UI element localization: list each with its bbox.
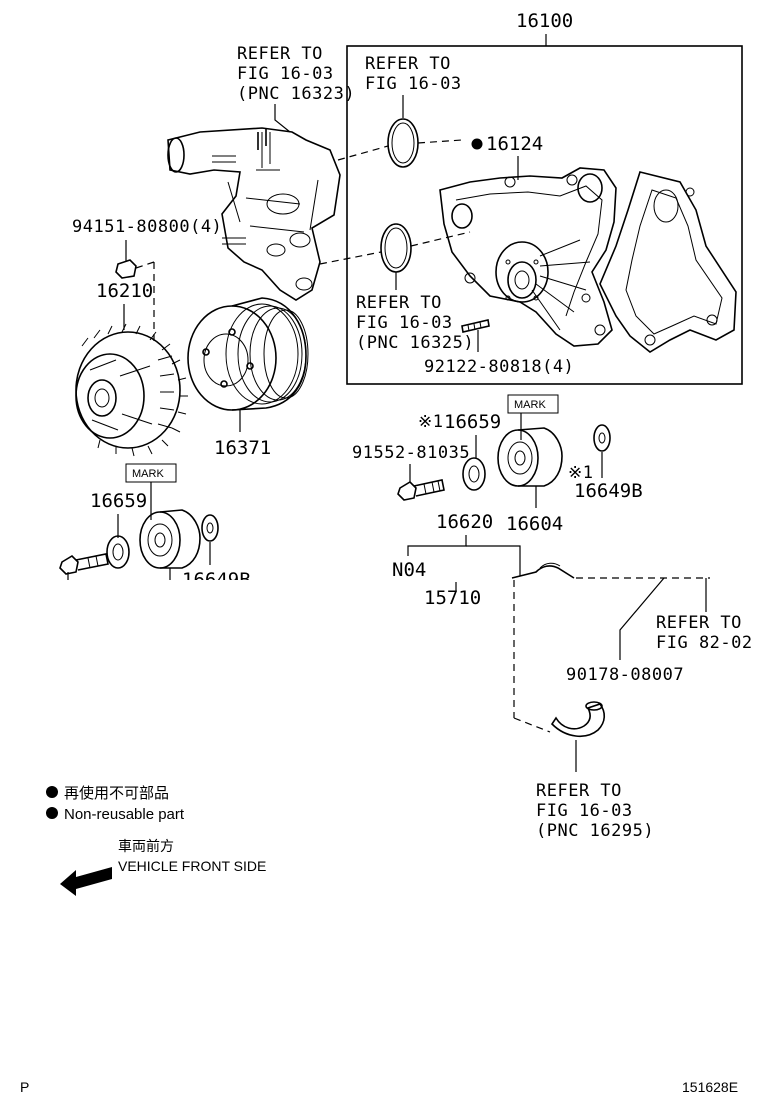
legend-jp: 再使用不可部品 xyxy=(64,785,169,802)
bracket-16620-left xyxy=(407,535,467,556)
refer-thermo-line3: (PNC 16323) xyxy=(237,84,355,104)
water-hose-lower xyxy=(550,701,606,737)
bracket-16620-right xyxy=(466,545,521,576)
mark-box-right xyxy=(507,394,559,414)
bolt-left xyxy=(59,553,109,575)
figure-id: 151628E xyxy=(682,1079,738,1095)
spacer-right xyxy=(593,424,611,452)
kome-right: ※1 xyxy=(418,412,443,432)
spacer-left xyxy=(201,514,219,542)
pno-90178: 90178-08007 xyxy=(566,665,684,685)
stud-bolt xyxy=(461,319,490,333)
pno-16604: 16604 xyxy=(506,513,563,535)
pno-16124: 16124 xyxy=(486,133,543,155)
pno-16659-left: 16659 xyxy=(90,490,147,512)
pno-n04: N04 xyxy=(392,559,426,581)
refer-oring-bottom-line3: (PNC 16325) xyxy=(356,333,474,353)
mark-label-left: MARK xyxy=(132,468,164,480)
refer-hose-line3: (PNC 16295) xyxy=(536,821,654,841)
front-jp: 車両前方 xyxy=(118,838,174,854)
non-reusable-dot xyxy=(471,138,483,150)
bolt-right xyxy=(397,479,445,501)
pno-91552: 91552-81035 xyxy=(352,443,470,463)
corner-mark: P xyxy=(20,1079,29,1095)
refer-hose-line1: REFER TO xyxy=(536,781,622,801)
pno-94151: 94151-80800(4) xyxy=(72,217,222,237)
idler-pulley-left xyxy=(139,509,201,569)
refer-thermo-line2: FIG 16-03 xyxy=(237,64,334,84)
pno-16649b-right: 16649B xyxy=(574,480,643,502)
mark-label-right: MARK xyxy=(514,399,546,411)
legend-en: Non-reusable part xyxy=(64,806,185,823)
pno-15710: 15710 xyxy=(424,587,481,609)
front-arrow-icon xyxy=(60,867,112,896)
fan-clutch xyxy=(75,323,188,457)
pno-16659-right: 16659 xyxy=(444,411,501,433)
legend-dot-jp xyxy=(46,786,58,798)
refer-fig82-line2: FIG 82-02 xyxy=(656,633,753,653)
water-pump-gasket xyxy=(599,171,737,353)
refer-oring-top-line1: REFER TO xyxy=(365,54,451,74)
kome-right2: ※1 xyxy=(568,463,593,483)
legend-dot-en xyxy=(46,807,58,819)
pno-16371: 16371 xyxy=(214,437,271,459)
washer-right xyxy=(462,457,486,491)
refer-fig82-line1: REFER TO xyxy=(656,613,742,633)
washer-left xyxy=(106,535,130,569)
pno-92122: 92122-80818(4) xyxy=(424,357,574,377)
refer-oring-top-line2: FIG 16-03 xyxy=(365,74,462,94)
front-en: VEHICLE FRONT SIDE xyxy=(118,858,266,874)
refer-oring-bottom-line2: FIG 16-03 xyxy=(356,313,453,333)
pno-16210: 16210 xyxy=(96,280,153,302)
pno-16620: 16620 xyxy=(436,511,493,533)
water-hose-upper xyxy=(511,562,575,579)
nut-icon xyxy=(115,259,137,279)
refer-thermo-line1: REFER TO xyxy=(237,44,323,64)
water-pump-pulley xyxy=(187,297,309,411)
refer-oring-bottom-line1: REFER TO xyxy=(356,293,442,313)
refer-thermo-leader xyxy=(274,104,291,133)
clamp-leader xyxy=(619,577,665,660)
water-pump-group-box xyxy=(346,45,743,385)
refer-hose-line2: FIG 16-03 xyxy=(536,801,633,821)
group-label-16100: 16100 xyxy=(516,10,573,32)
water-inlet-housing xyxy=(167,127,341,301)
idler-pulley-right xyxy=(497,427,563,487)
water-pump-body xyxy=(439,167,617,347)
